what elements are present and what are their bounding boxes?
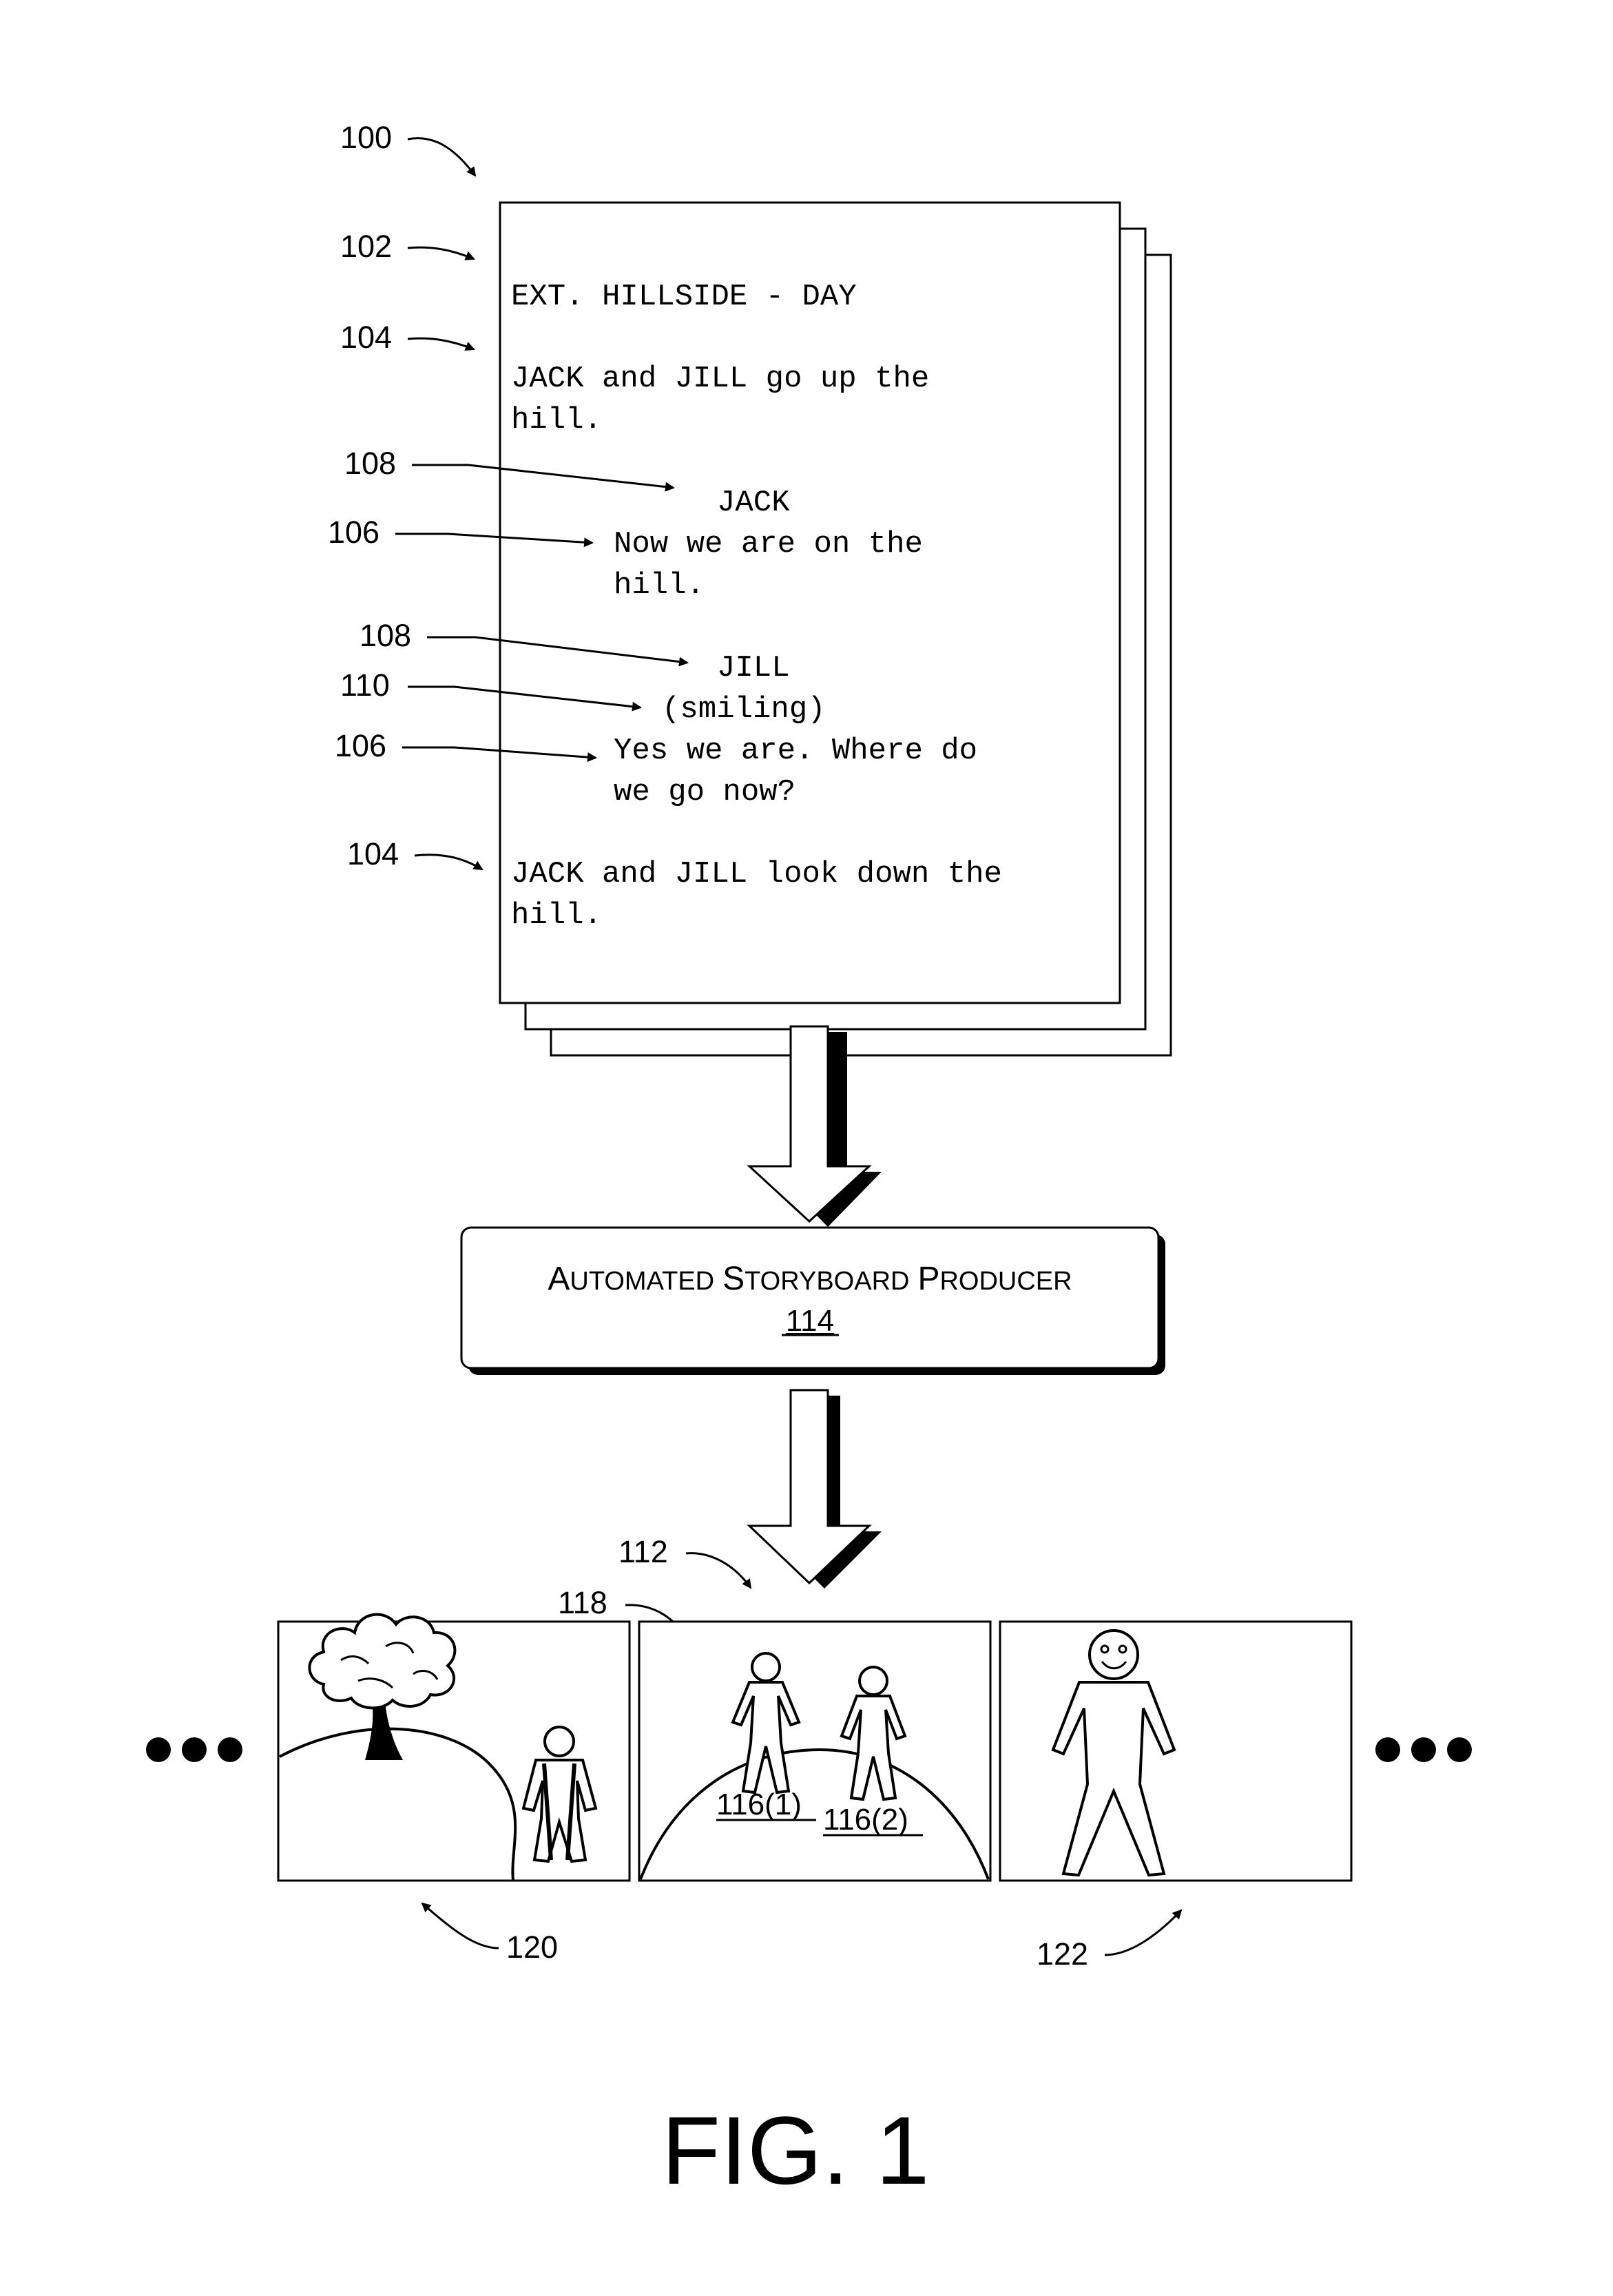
character-name-jack: JACK: [717, 486, 790, 520]
figure-title: FIG. 1: [662, 2096, 930, 2204]
flow-arrow-to-storyboard: [749, 1390, 882, 1589]
ref-106-second: 106: [335, 728, 386, 763]
ellipsis-left: [146, 1737, 242, 1762]
ellipsis-right: [1375, 1737, 1472, 1762]
dialogue-line-2a: Yes we are. Where do: [614, 734, 977, 768]
producer-number: 114: [786, 1304, 834, 1338]
ref-100: 100: [340, 120, 392, 155]
ref-106-first: 106: [328, 515, 379, 550]
leader-112: [686, 1553, 751, 1588]
storyboard-frame-previous: [278, 1615, 629, 1881]
character-name-jill: JILL: [717, 651, 790, 685]
leader-120: [422, 1903, 499, 1948]
ref-120: 120: [506, 1930, 558, 1965]
ref-108-second: 108: [360, 618, 411, 653]
ref-108-first: 108: [344, 446, 396, 481]
scene-heading: EXT. HILLSIDE - DAY: [511, 280, 857, 314]
storyboard-frame-current: 116(1) 116(2): [639, 1622, 990, 1881]
dialogue-line-1a: Now we are on the: [614, 527, 923, 561]
dialogue-line-2b: we go now?: [614, 775, 795, 809]
leader-104-first: [408, 338, 474, 349]
ref-104-second: 104: [347, 836, 399, 871]
action-line-1a: JACK and JILL go up the: [511, 362, 929, 396]
label-116-2: 116(2): [823, 1803, 908, 1837]
automated-storyboard-producer-box: AUTOMATEDSTORYBOARDPRODUCER 114: [461, 1228, 1165, 1375]
ref-118: 118: [558, 1585, 607, 1620]
leader-104-second: [415, 855, 482, 869]
ref-110: 110: [340, 668, 390, 703]
action-line-1b: hill.: [511, 403, 602, 437]
ref-104-first: 104: [340, 320, 392, 355]
ref-122: 122: [1037, 1936, 1088, 1972]
action-line-2a: JACK and JILL look down the: [511, 857, 1002, 891]
storyboard-frame-next: [1000, 1622, 1351, 1881]
label-116-1: 116(1): [716, 1788, 802, 1821]
ref-112: 112: [618, 1534, 668, 1569]
flow-arrow-to-producer: [749, 1026, 882, 1227]
leader-122: [1105, 1910, 1181, 1955]
leader-102: [408, 247, 474, 259]
dialogue-line-1b: hill.: [614, 568, 705, 603]
ref-102: 102: [340, 229, 392, 264]
action-line-2b: hill.: [511, 898, 602, 933]
leader-100: [408, 138, 475, 176]
screenplay-document-stack: EXT. HILLSIDE - DAY JACK and JILL go up …: [500, 203, 1171, 1055]
parenthetical: (smiling): [662, 692, 826, 727]
